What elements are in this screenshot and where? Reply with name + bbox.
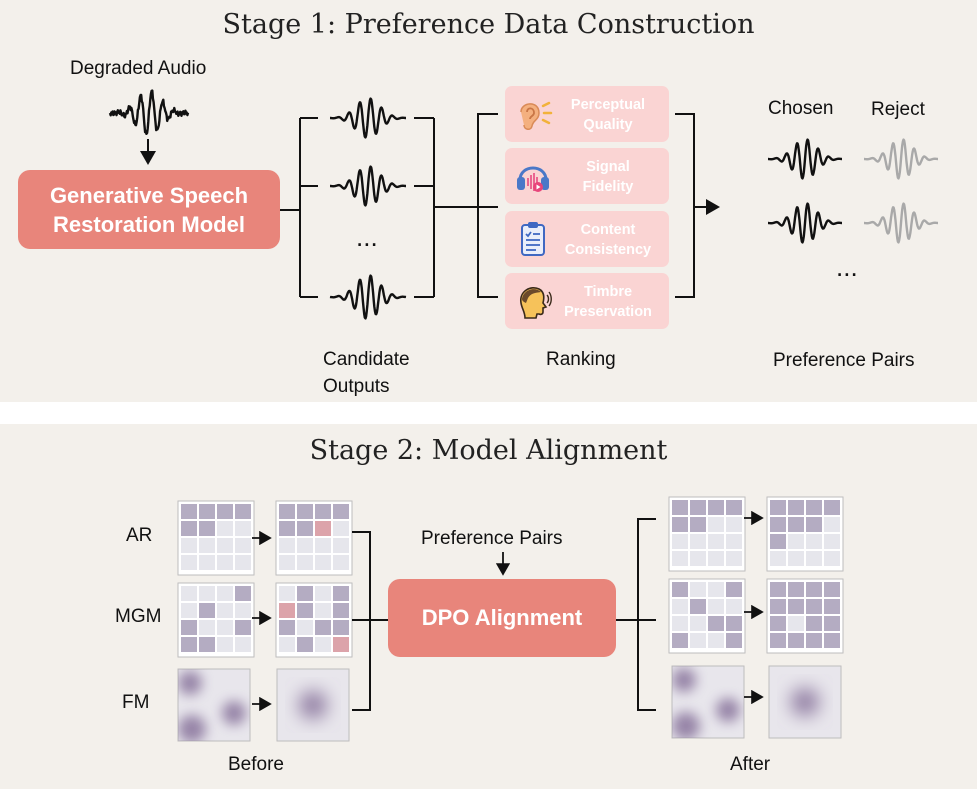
ranking-right-bracket-arrow <box>675 113 718 298</box>
stage1-title: Stage 1: Preference Data Construction <box>222 9 755 40</box>
ranking-criterion-perceptual-quality: Perceptual Quality <box>505 86 669 142</box>
stage2-graphics <box>177 496 844 742</box>
chosen-waveform <box>767 202 843 244</box>
before-merge-bracket <box>352 531 388 711</box>
chosen-label: Chosen <box>768 98 834 119</box>
ranking-criterion-label: Signal Fidelity <box>582 159 634 195</box>
degraded-audio-label: Degraded Audio <box>70 58 207 79</box>
candidates-merge-bracket <box>414 117 478 298</box>
model-type-label-ar: AR <box>126 525 153 546</box>
candidate-ellipsis: ... <box>356 222 378 252</box>
ranking-criterion-signal-fidelity: Signal Fidelity <box>505 148 669 204</box>
after-fm-noise-map <box>671 665 745 739</box>
after-ar-output-grid <box>766 496 844 572</box>
stage1-panel: Stage 1: Preference Data Construction De… <box>0 0 977 402</box>
before-mgm-token-grid <box>177 582 255 658</box>
ranking-criterion-timbre-preservation: Timbre Preservation <box>505 273 669 329</box>
clipboard-icon <box>521 222 545 256</box>
degraded-audio-waveform <box>108 89 190 135</box>
after-fanout-bracket <box>616 518 656 711</box>
reject-waveform <box>863 138 939 180</box>
after-mgm-token-grid <box>668 578 746 654</box>
before-fm-output-map <box>276 668 350 742</box>
speaking-head-icon <box>520 287 552 319</box>
model-type-label-fm: FM <box>122 692 150 713</box>
ranking-label: Ranking <box>546 349 616 370</box>
ranking-criterion-label: Timbre Preservation <box>564 284 652 320</box>
before-fm-noise-map <box>177 668 251 742</box>
stage1-connectors <box>108 89 939 320</box>
candidate-waveform <box>329 165 407 207</box>
before-mgm-output-grid <box>275 582 353 658</box>
stage2-panel: Stage 2: Model Alignment AR MGM FM Prefe… <box>0 424 977 789</box>
ear-icon <box>520 101 553 130</box>
candidate-waveform <box>329 97 407 139</box>
dpo-alignment-box: DPO Alignment <box>388 579 616 657</box>
reject-waveform <box>863 202 939 244</box>
preference-pairs-label: Preference Pairs <box>773 350 915 371</box>
before-ar-output-grid <box>275 500 353 576</box>
pairs-ellipsis: ... <box>836 252 858 282</box>
model-type-label-mgm: MGM <box>115 606 162 627</box>
model-fanout-bracket <box>280 117 318 298</box>
stage2-preference-pairs-label: Preference Pairs <box>421 528 563 549</box>
stage2-title: Stage 2: Model Alignment <box>309 435 668 466</box>
reject-label: Reject <box>871 99 925 120</box>
ranking-left-bracket <box>477 113 498 298</box>
candidate-waveform <box>329 274 407 320</box>
before-ar-token-grid <box>177 500 255 576</box>
after-fm-output-map <box>768 665 842 739</box>
after-ar-token-grid <box>668 496 746 572</box>
ranking-criterion-label: Content Consistency <box>564 222 652 258</box>
candidate-outputs-label: Candidate Outputs <box>323 349 410 397</box>
headphones-icon <box>517 166 549 192</box>
after-mgm-output-grid <box>766 578 844 654</box>
generative-speech-restoration-model-box: Generative Speech Restoration Model <box>18 170 280 249</box>
chosen-waveform <box>767 138 843 180</box>
ranking-criterion-label: Perceptual Quality <box>570 97 646 133</box>
after-label: After <box>730 754 771 775</box>
before-label: Before <box>228 754 284 775</box>
ranking-criterion-content-consistency: Content Consistency <box>505 211 669 267</box>
